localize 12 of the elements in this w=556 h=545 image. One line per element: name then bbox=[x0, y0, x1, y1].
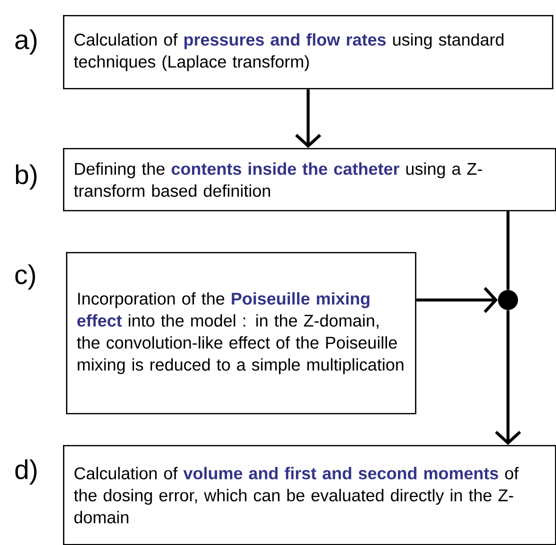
process-box: Calculation of volume and first and second moments of the dosing error, which can be evaluated directly in the Z-domain bbox=[63, 445, 556, 545]
step-label: b) bbox=[16, 164, 37, 190]
junction-dot bbox=[498, 290, 518, 310]
arrow bbox=[416, 286, 498, 313]
process-box: Calculation of pressures and flow rates using standard techniques (Laplace transform) bbox=[63, 15, 554, 90]
process-box: Incorporation of the Poiseuille mixing effect into the model : in the Z-domain, the convolution-like effect of the Poiseuille mixing is reduced to a simple multiplication bbox=[66, 252, 416, 414]
arrow bbox=[495, 310, 522, 445]
step-label: d) bbox=[15, 459, 37, 485]
step-label: c) bbox=[15, 264, 36, 290]
step-label: a) bbox=[15, 29, 37, 55]
process-box: Defining the contents inside the catheter using a Z-transform based definition bbox=[63, 148, 556, 212]
arrow bbox=[295, 89, 322, 148]
